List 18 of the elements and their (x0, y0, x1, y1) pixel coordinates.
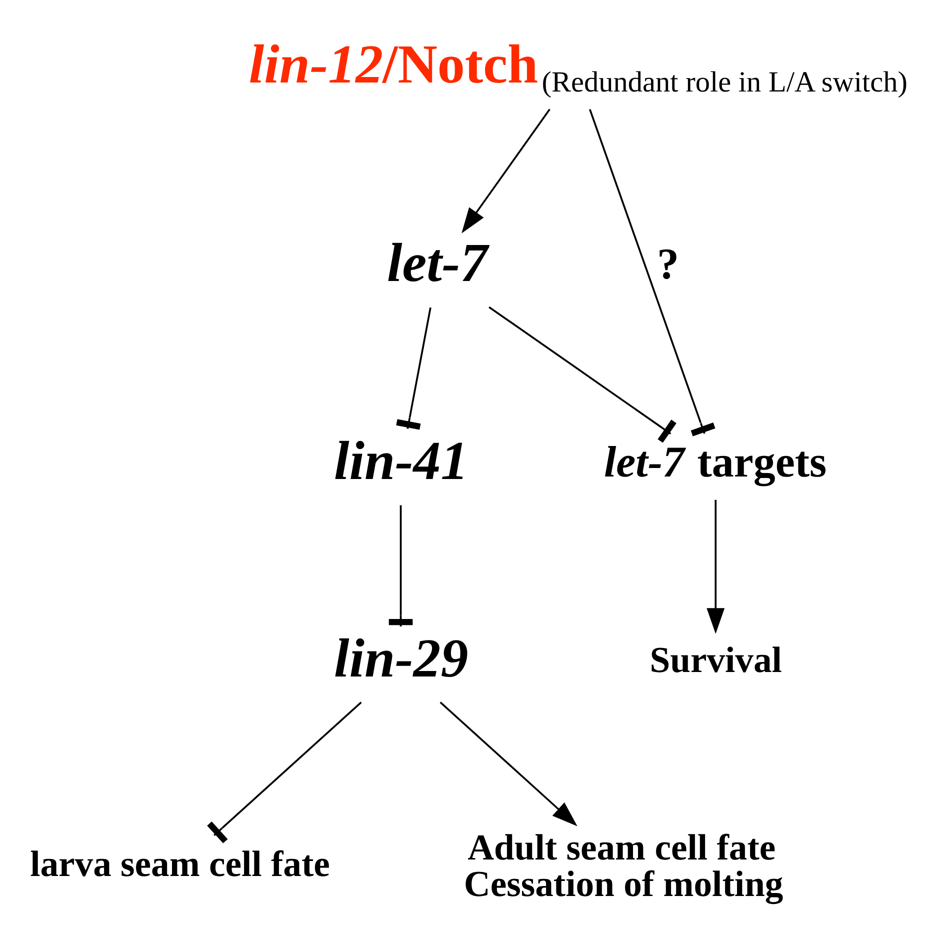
node-text: larva seam cell fate (30, 842, 330, 884)
connector (588, 108, 716, 436)
node-label: (Redundant role in L/A switch) (542, 66, 908, 98)
node-text: Survival (650, 638, 782, 680)
node-text: let-7 targets (604, 436, 827, 486)
node-text: Adult seam cell fate Cessation of molting (464, 826, 784, 904)
arrow (706, 499, 725, 634)
arrow (440, 701, 578, 826)
arrow (462, 108, 550, 233)
connector (207, 701, 362, 843)
connector (396, 306, 432, 430)
node-text: lin-12/Notch (248, 32, 538, 94)
connector (488, 306, 676, 442)
node-text: lin-41 (334, 429, 468, 490)
node-text: let-7 (387, 232, 488, 293)
edge-label: ? (657, 239, 680, 288)
connector (388, 504, 413, 626)
node-text: lin-29 (334, 627, 468, 688)
